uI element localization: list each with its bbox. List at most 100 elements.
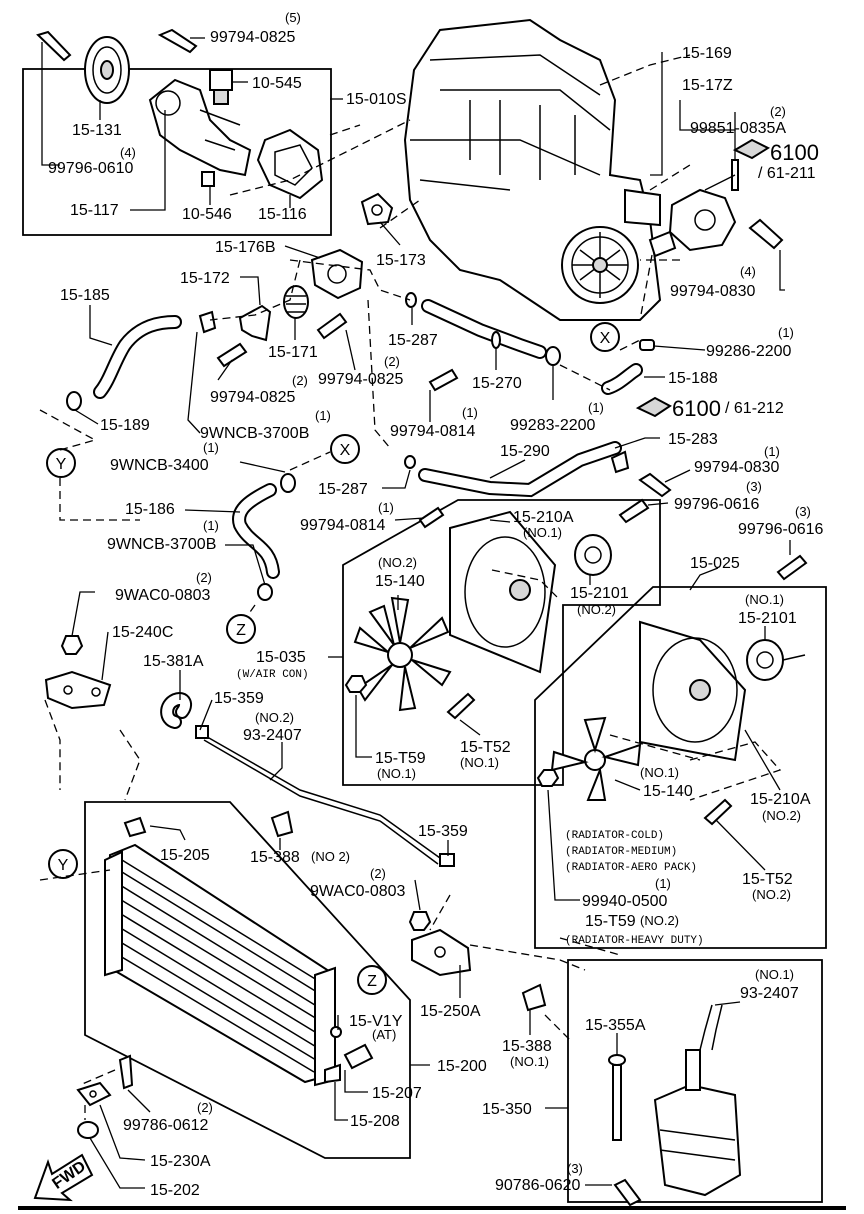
water-pump-15-117 [148,78,252,177]
label-99283-2200-qty: (1) [588,400,604,415]
clamp-15-189 [66,391,82,411]
label-15-010s: 15-010S [346,91,407,108]
fan-15-140-no1 [550,716,642,801]
bolt-15-355a [608,1054,626,1141]
bolt-99786-0612 [118,1054,134,1090]
label-15-169: 15-169 [682,45,732,62]
fan-15-140-no2 [353,596,452,712]
label-15-t52-no2: 15-T52 [742,871,793,888]
motor-15-2101-no2 [574,534,612,576]
fitting-15-v1y [330,1026,342,1038]
label-99283-2200: 99283-2200 [510,417,596,434]
label-15-117: 15-117 [70,202,119,219]
label-99796-0616-b: 99796-0616 [738,521,824,538]
label-15-388-no2: 15-388 [250,849,300,866]
clamp-9wncb-3700b [257,583,273,601]
pipe-15-290 [418,441,622,498]
fwd-arrow-icon: FWD [33,1153,94,1202]
screw-15-t52-no2 [703,798,733,826]
label-99851-0835a-qty: (2) [770,104,786,119]
label-15-173: 15-173 [376,252,426,269]
label-note-aero: (RADIATOR-AERO PACK) [565,862,697,874]
label-15-350: 15-350 [482,1101,532,1118]
label-15-359-a: 15-359 [214,690,264,707]
connector-z-top: Z [226,614,256,644]
connector-x-top: X [590,322,620,352]
label-15-140-no1: 15-140 [643,783,693,800]
bolt-99794-0825-c [216,342,248,368]
label-15-2101-no1: 15-2101 [738,610,797,627]
label-93-2407-b: 93-2407 [740,985,799,1002]
label-15-t59-no2: 15-T59 [585,913,636,930]
label-9wncb-3700b-qty: (1) [315,408,331,423]
cushion-15-202 [77,1121,99,1139]
o-ring-15-287-b [404,455,416,469]
label-15-200: 15-200 [437,1058,487,1075]
label-15-202: 15-202 [150,1182,200,1199]
label-15-240c: 15-240C [112,624,173,641]
label-15-283: 15-283 [668,431,718,448]
label-15-t59-no1-sub: (NO.1) [377,766,416,781]
label-15-140-no2-sub: (NO.2) [378,555,417,570]
label-10-545: 10-545 [252,75,302,92]
label-15-171: 15-171 [268,344,318,361]
connector-y-bottom: Y [48,849,78,879]
label-15-t59-no1: 15-T59 [375,750,426,767]
group-box-15-350 [567,959,823,1203]
nut-15-t59-no1 [344,675,368,693]
label-99794-0814-a: 99794-0814 [390,423,476,440]
nut-9wac0-0803-a [60,635,84,655]
label-15-025: 15-025 [690,555,740,572]
bolt-99794-0814-b [418,506,445,529]
bolt-99796-0616-b [776,554,808,581]
connector-y-top: Y [46,448,76,478]
group-box-15-010s [22,68,332,236]
gasket-15-173 [360,192,394,226]
hose-15-185 [93,315,182,399]
label-99794-0825-b: 99794-0825 [318,371,404,388]
label-9wncb-3400: 9WNCB-3400 [110,457,209,474]
label-93-2407-b-sub: (NO.1) [755,967,794,982]
label-99286-2200: 99286-2200 [706,343,792,360]
label-61-212: / 61-212 [725,400,784,417]
label-note-heavy: (RADIATOR-HEAVY DUTY) [565,935,704,947]
label-9wncb-3700b-2: 9WNCB-3700B [107,536,216,553]
svg-text:X: X [600,330,611,347]
label-15-131: 15-131 [72,122,122,139]
label-6100-a: 6100 [770,140,819,165]
label-15-210a-no1-sub: (NO.1) [523,525,562,540]
clip-15-359-b [439,853,455,867]
part-labels: (5) 99794-0825 15-131 (4) 99796-0610 10-… [48,10,824,1199]
label-15-210a-no2: 15-210A [750,791,811,808]
hose-15-186 [232,483,280,579]
bracket-15-283 [610,450,630,474]
svg-text:Z: Z [236,622,246,639]
label-9wac0-0803-a-qty: (2) [196,570,212,585]
label-15-140-no1-sub: (NO.1) [640,765,679,780]
label-15-270: 15-270 [472,375,522,392]
label-15-t52-no1-sub: (NO.1) [460,755,499,770]
label-15-185: 15-185 [60,287,110,304]
label-15-17z: 15-17Z [682,77,733,94]
mount-15-230a [76,1081,112,1107]
cap-15-205 [123,816,147,838]
label-99794-0825-b-qty: (2) [384,354,400,369]
connector-x-bottom: X [330,434,360,464]
label-15-t59-no2-sub: (NO.2) [640,913,679,928]
label-15-035-sub: (W/AIR CON) [236,669,309,681]
label-15-388-no2-sub: (NO 2) [311,849,350,864]
bolt-99794-0830-b [638,472,672,498]
label-15-208: 15-208 [350,1113,400,1130]
clamp-99286-2200 [639,339,655,351]
label-61-211: / 61-211 [758,165,816,182]
label-6100-b: 6100 [672,396,721,421]
label-99286-2200-qty: (1) [778,325,794,340]
bracket-15-240c [44,670,112,710]
leader-lines [41,37,791,1189]
label-15-210a-no1: 15-210A [513,509,574,526]
label-15-290: 15-290 [500,443,550,460]
label-15-2101-no2: 15-2101 [570,585,629,602]
clamp-9wncb-3400 [280,473,296,493]
label-99796-0610-qty: (4) [120,145,136,160]
label-99794-0830-a: 99794-0830 [670,283,756,300]
